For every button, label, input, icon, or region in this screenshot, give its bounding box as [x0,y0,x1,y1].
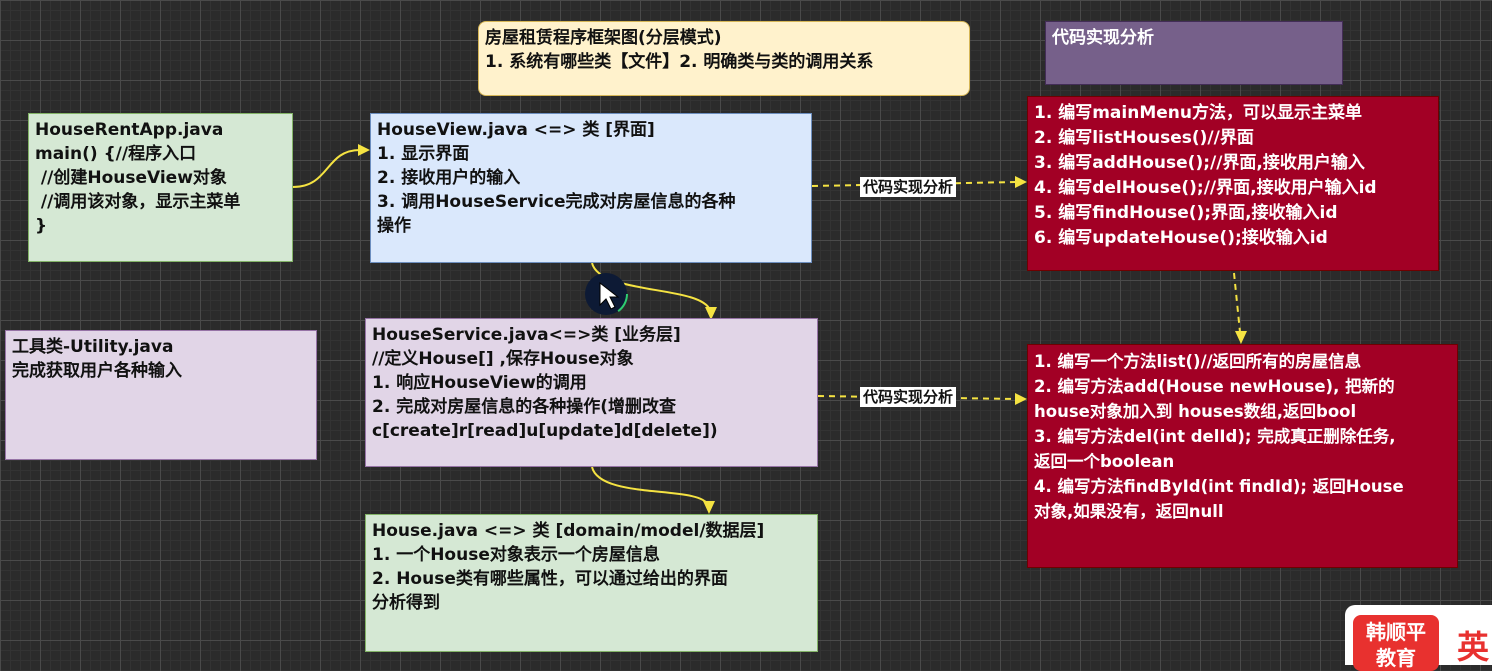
service-to-tasks-label: 代码实现分析 [860,387,957,407]
service-tasks-arrowhead [1015,393,1027,405]
house-service-box: HouseService.java<=>类 [业务层] //定义House[] … [365,318,818,467]
service-to-model-arrow [591,466,709,506]
house-rent-app-box: HouseRentApp.java main() {//程序入口 //创建Hou… [28,113,293,262]
view-to-service-arrow [591,262,711,311]
house-model-box: House.java <=> 类 [domain/model/数据层] 1. 一… [365,514,818,652]
diagram-title-box: 房屋租赁程序框架图(分层模式) 1. 系统有哪些类【文件】2. 明确类与类的调用… [478,21,970,96]
cursor-indicator [584,272,628,316]
app-to-view-arrowhead [358,144,370,156]
view-to-service-arrowhead [705,307,717,320]
service-to-model-arrowhead [703,501,715,514]
code-analysis-header: 代码实现分析 [1045,21,1343,85]
brand-text: 英 [1457,628,1490,666]
tasks-link-dashed-line [1233,272,1241,333]
view-to-tasks-label: 代码实现分析 [860,177,957,197]
watermark-badge: 韩顺平 教育 英 [1345,605,1492,671]
app-to-view-arrow [292,149,361,188]
tasks-link-arrowhead [1235,331,1247,344]
view-tasks-arrowhead [1015,176,1027,188]
house-view-box: HouseView.java <=> 类 [界面] 1. 显示界面 2. 接收用… [370,113,812,263]
service-tasks-box: 1. 编写一个方法list()//返回所有的房屋信息 2. 编写方法add(Ho… [1027,344,1458,568]
utility-box: 工具类-Utility.java 完成获取用户各种输入 [5,330,317,460]
view-tasks-box: 1. 编写mainMenu方法，可以显示主菜单 2. 编写listHouses(… [1027,96,1439,271]
